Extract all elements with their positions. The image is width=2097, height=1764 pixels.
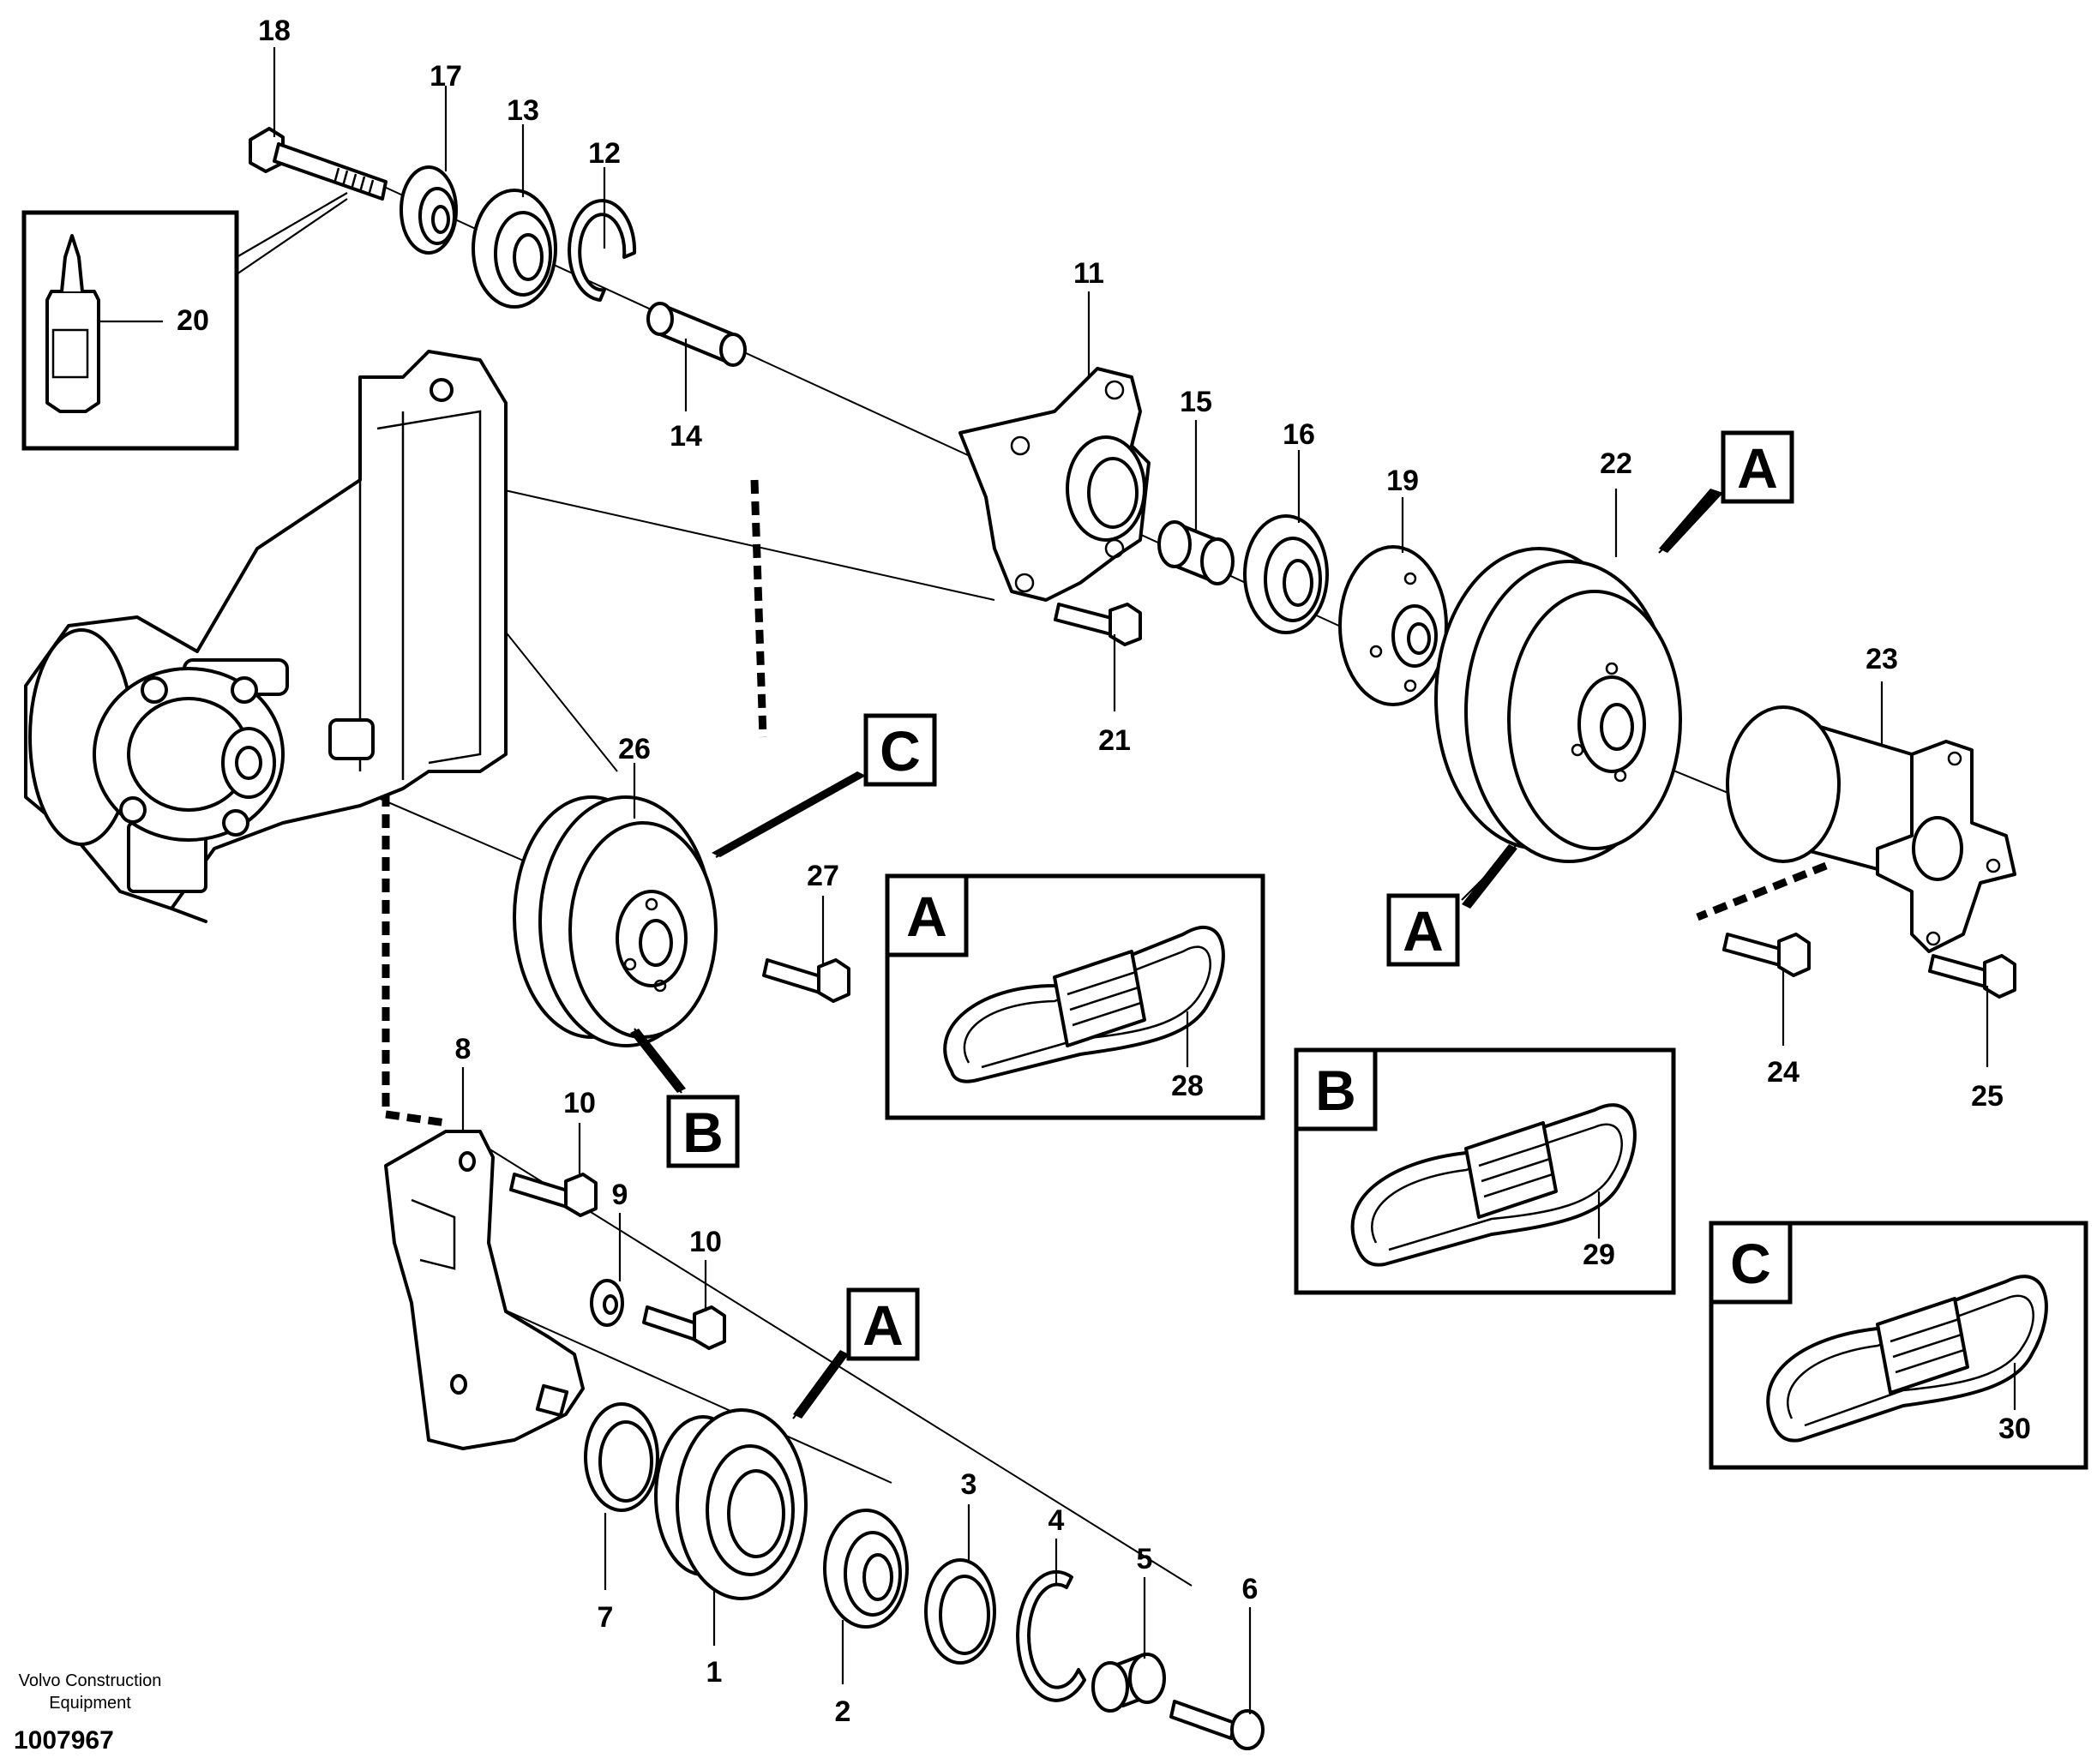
footer-company-line-2: Equipment: [49, 1694, 131, 1713]
washer-9: [590, 1279, 624, 1327]
callout-b-pulley: B: [630, 1028, 740, 1168]
bolt-18: [249, 127, 388, 201]
callout-c-pulley: C: [712, 713, 937, 858]
callout-c-pulley-letter: C: [880, 719, 921, 783]
dashed-reference-lines: [382, 479, 1828, 1127]
part-label-27: 27: [807, 860, 839, 892]
belt-box-a-letter: A: [906, 885, 947, 948]
bearing-13: [472, 189, 557, 309]
callout-b-pulley-letter: B: [682, 1101, 724, 1164]
part-label-10-upper: 10: [563, 1087, 596, 1119]
part-label-24: 24: [1767, 1056, 1800, 1089]
footer: Volvo Construction Equipment 1007967: [14, 1671, 161, 1755]
part-label-1: 1: [706, 1656, 723, 1689]
belt-box-b-part-number: 29: [1583, 1239, 1615, 1271]
footer-drawing-number: 1007967: [14, 1726, 114, 1755]
circlip-4: [1016, 1569, 1086, 1702]
hub-19: [1338, 545, 1448, 706]
bolt-6: [1169, 1700, 1265, 1750]
part-label-13: 13: [507, 94, 539, 127]
part-number-leaders: [273, 47, 1989, 1714]
belt-box-a-part-number: 28: [1171, 1070, 1204, 1102]
washer-3: [924, 1558, 996, 1665]
part-label-20: 20: [177, 304, 209, 337]
part-label-6: 6: [1242, 1573, 1259, 1605]
circlip-12: [568, 199, 637, 302]
part-label-9: 9: [612, 1179, 628, 1211]
part-label-7: 7: [598, 1601, 614, 1634]
sleeve-14: [646, 302, 747, 367]
adhesive-box-20: [21, 192, 348, 451]
part-label-4: 4: [1048, 1504, 1065, 1537]
belt-set-box-a: [885, 873, 1265, 1120]
pulley-22: [1434, 547, 1682, 863]
bearing-2: [823, 1509, 909, 1629]
part-label-17: 17: [430, 60, 462, 93]
spacer-5: [1091, 1653, 1166, 1713]
callout-a-right-letter: A: [1403, 899, 1444, 963]
part-label-22: 22: [1600, 447, 1632, 480]
part-label-12: 12: [588, 137, 621, 170]
pulley-26: [513, 795, 718, 1047]
part-label-21: 21: [1098, 724, 1131, 757]
callout-a-right: A: [1386, 843, 1518, 967]
washer-7: [584, 1402, 659, 1512]
belt-box-c-part-number: 30: [1998, 1413, 2031, 1445]
part-label-14: 14: [670, 420, 702, 453]
part-label-10-lower: 10: [689, 1226, 722, 1258]
footer-company-line-1: Volvo Construction: [19, 1671, 162, 1690]
part-label-15: 15: [1180, 386, 1212, 418]
part-number-labels: 18 17 13 12 20 14 11 15 16 19 22 23 21 2…: [177, 15, 2004, 1728]
bolt-25: [1928, 954, 2016, 999]
spacer-15: [1157, 520, 1235, 585]
part-label-23: 23: [1866, 643, 1898, 675]
part-label-19: 19: [1386, 465, 1419, 497]
idler-pulley-1: [654, 1408, 808, 1600]
callout-a-bottom-letter: A: [862, 1293, 904, 1357]
bracket-8: [384, 1130, 585, 1450]
belt-set-box-c: [1709, 1221, 2088, 1470]
part-label-16: 16: [1283, 418, 1315, 451]
bolt-10-upper: [509, 1173, 598, 1217]
bolt-27: [762, 958, 850, 1003]
engine-housing: [24, 350, 508, 923]
bolt-10-lower: [642, 1305, 726, 1350]
belt-box-c-letter: C: [1730, 1232, 1771, 1295]
part-label-5: 5: [1137, 1543, 1153, 1575]
bearing-16: [1243, 514, 1329, 634]
bolt-21: [1054, 603, 1142, 646]
part-label-18: 18: [258, 15, 291, 47]
part-label-3: 3: [961, 1468, 977, 1501]
callout-a-top-letter: A: [1737, 436, 1778, 500]
part-label-11: 11: [1073, 257, 1104, 290]
bracket-11: [958, 367, 1151, 602]
part-label-2: 2: [835, 1695, 851, 1728]
belt-box-b-letter: B: [1315, 1059, 1356, 1122]
part-label-8: 8: [455, 1033, 472, 1065]
callout-a-top: A: [1658, 430, 1794, 554]
seal-17: [400, 165, 458, 255]
belt-set-box-b: [1294, 1047, 1676, 1295]
callout-a-bottom: A: [792, 1287, 920, 1419]
bolt-24: [1722, 933, 1811, 977]
part-label-25: 25: [1971, 1080, 2004, 1113]
part-label-26: 26: [618, 733, 651, 765]
fan-hub-23: [1726, 705, 2016, 953]
